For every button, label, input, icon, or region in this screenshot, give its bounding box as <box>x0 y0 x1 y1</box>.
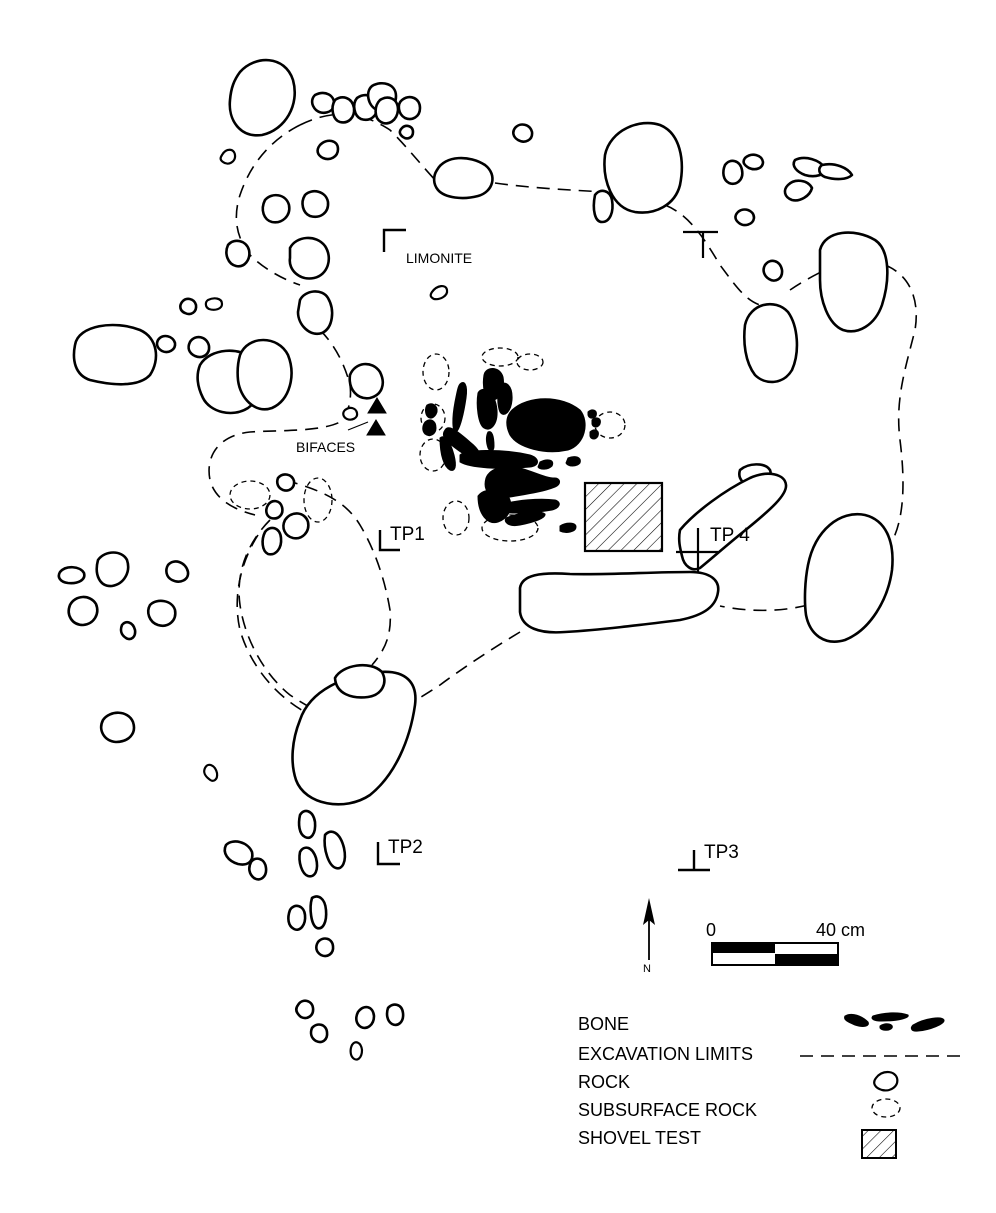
north-arrow-letter: N <box>643 963 651 975</box>
legend-rock-label: ROCK <box>578 1072 630 1092</box>
tp4-datum-mark <box>676 528 718 572</box>
tp1-datum-mark <box>378 530 400 552</box>
bifaces-pointer <box>347 421 369 431</box>
legend-rock-symbol <box>873 1070 899 1092</box>
limonite-feature <box>429 285 449 301</box>
scale-zero-label: 0 <box>706 920 716 940</box>
north-arrow: N <box>643 898 655 975</box>
legend: BONE EXCAVATION LIMITS ROCK SUBSURFACE R… <box>578 1012 962 1159</box>
limonite-label: LIMONITE <box>406 250 472 266</box>
tp2-datum-mark <box>376 842 400 866</box>
shovel-test <box>583 481 664 553</box>
legend-subsurface-rock-symbol <box>871 1098 901 1118</box>
rocks <box>57 58 894 1061</box>
bifaces-label: BIFACES <box>296 439 355 455</box>
excavation-limits <box>208 113 917 713</box>
tp1-label: TP1 <box>390 524 425 545</box>
tp2-label: TP2 <box>388 837 423 858</box>
tp3-label: TP3 <box>704 842 739 863</box>
ne-datum-mark <box>683 230 718 258</box>
legend-bone-symbol <box>844 1012 945 1032</box>
legend-shovel-test-label: SHOVEL TEST <box>578 1128 701 1148</box>
legend-subsurface-rock-label: SUBSURFACE ROCK <box>578 1100 757 1120</box>
bones <box>366 368 601 533</box>
legend-excavation-limits-label: EXCAVATION LIMITS <box>578 1044 753 1064</box>
tp3-datum-mark <box>678 850 710 872</box>
legend-shovel-test-symbol <box>861 1129 897 1159</box>
scale-max-label: 40 cm <box>816 920 865 940</box>
tp4-label: TP 4 <box>710 525 750 546</box>
legend-bone-label: BONE <box>578 1014 629 1034</box>
scale-bar: 0 40 cm <box>706 920 865 966</box>
limonite-datum-mark <box>382 228 406 252</box>
